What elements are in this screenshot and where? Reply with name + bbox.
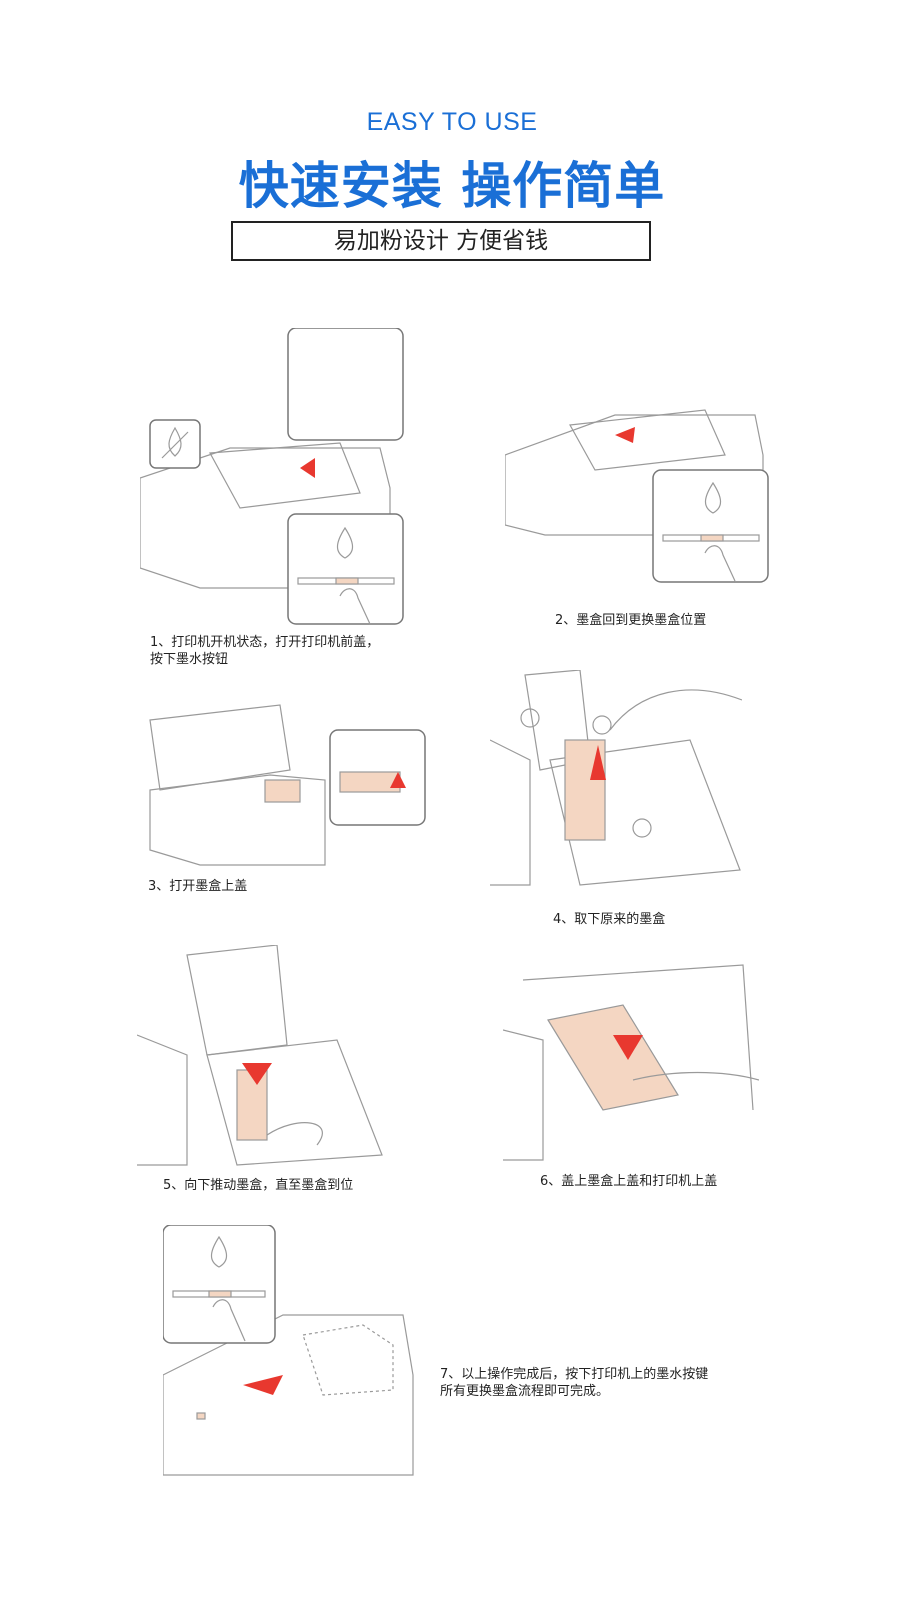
step2-illustration: [505, 409, 769, 583]
subtitle-box: 易加粉设计 方便省钱: [231, 221, 651, 261]
step7-caption: 7、以上操作完成后，按下打印机上的墨水按键 所有更换墨盒流程即可完成。: [440, 1366, 708, 1400]
step3-caption: 3、打开墨盒上盖: [148, 879, 248, 894]
step5-illustration: [137, 945, 383, 1166]
step1-caption: 1、打印机开机状态，打开打印机前盖， 按下墨水按钮: [150, 634, 379, 668]
step6-caption: 6、盖上墨盒上盖和打印机上盖: [540, 1174, 718, 1189]
step7-caption-line2: 所有更换墨盒流程即可完成。: [440, 1384, 610, 1399]
page-title: 快速安装 操作简单: [238, 157, 666, 215]
step1-illustration: [140, 328, 404, 625]
step4-caption: 4、取下原来的墨盒: [553, 912, 666, 927]
step4-illustration: [490, 670, 742, 886]
eyebrow-text: EASY TO USE: [366, 108, 538, 136]
step2-caption: 2、墨盒回到更换墨盒位置: [555, 613, 707, 628]
step7-caption-line1: 7、以上操作完成后，按下打印机上的墨水按键: [440, 1367, 709, 1382]
step1-caption-line2: 按下墨水按钮: [150, 652, 229, 667]
step5-caption: 5、向下推动墨盒，直至墨盒到位: [163, 1178, 354, 1193]
step3-illustration: [149, 704, 426, 866]
step1-caption-line1: 1、打印机开机状态，打开打印机前盖，: [150, 635, 380, 650]
step6-illustration: [503, 964, 759, 1161]
step7-illustration: [163, 1225, 414, 1476]
